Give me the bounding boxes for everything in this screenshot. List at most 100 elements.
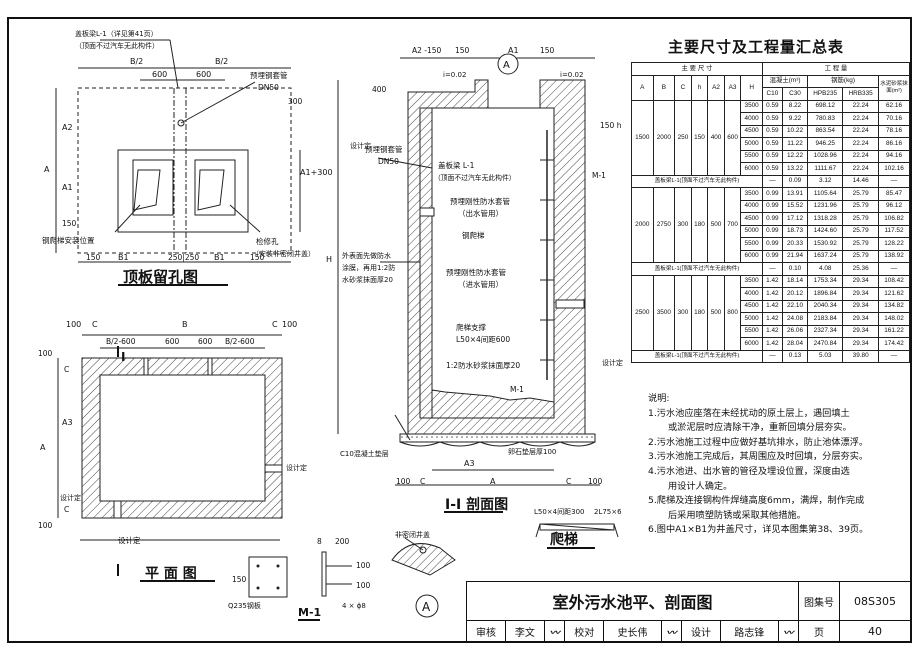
section-outlet-pipe [419, 207, 435, 217]
table-header-dims: 主 要 尺 寸 [631, 62, 763, 76]
table-cell: 85.47 [878, 187, 910, 201]
table-cell-C: 300 [674, 187, 692, 263]
checker-name: 史长伟 [603, 620, 662, 643]
title-block: 室外污水池平、剖面图 图集号 08S305 审核 李文 〰 校对 史长伟 〰 设… [466, 581, 911, 643]
section-waterproof-2: 涂膜，再用1:2防 [342, 263, 395, 272]
table-cell: 1231.96 [807, 199, 844, 213]
plan-design-1: 设计定 [60, 493, 81, 502]
quantity-table: 主 要 尺 寸 工 程 量 A B C h A2 A3 H 混凝土(m³) 钢筋… [631, 62, 911, 363]
table-cell-B: 2000 [652, 99, 676, 176]
table-cell: 6000 [740, 337, 763, 351]
table-cell: 102.16 [878, 162, 910, 176]
m1-drawing: 8 200 100 100 150 Q235钢板 4 × ϕ8 M-1 [228, 537, 371, 621]
table-cell: 128.22 [878, 237, 910, 251]
plan-pipe-right [264, 464, 283, 473]
table-cell: 25.79 [842, 212, 879, 226]
note-line: 1.污水池应座落在未经扰动的原土层上，遇回填土 [648, 407, 850, 419]
col-concrete: 混凝土(m³) [761, 74, 809, 88]
section-cushion [399, 433, 596, 443]
table-cell: 134.82 [878, 299, 910, 313]
section-flex-3: 预埋刚性防水套管 [446, 267, 506, 277]
table-cell: 1.42 [761, 274, 783, 288]
plan-dim-100b: 100 [38, 521, 53, 530]
section-top-150: 150 [455, 46, 470, 55]
drawing-title: 室外污水池平、剖面图 [466, 581, 799, 621]
sleeve-label-1: 预埋钢套管 [250, 70, 288, 80]
col-A3: A3 [723, 74, 742, 101]
detail-a-drawing: A 非密闭井盖 [391, 530, 456, 618]
plan-dim-A3: A3 [62, 418, 73, 427]
table-cell-h: 150 [690, 99, 709, 176]
table-cell: 1637.24 [807, 249, 844, 263]
table-beam-cell: 0.09 [781, 174, 809, 188]
table-header-row-2: A B C h A2 A3 H 混凝土(m³) 钢筋(kg) 水泥砂浆抹面(m²… [631, 74, 910, 101]
table-cell: 3500 [740, 187, 763, 201]
table-cell: 78.16 [878, 124, 910, 138]
table-cell: 0.99 [761, 249, 783, 263]
table-beam-cell: 5.03 [807, 349, 844, 363]
table-cell: 174.42 [878, 337, 910, 351]
dim-A: A [44, 165, 50, 174]
plan-opening-1 [143, 357, 149, 376]
plan-title: 平 面 图 [145, 566, 197, 582]
table-cell: 20.33 [781, 237, 809, 251]
table-cell-h: 180 [690, 187, 709, 263]
table-cell: 117.52 [878, 224, 910, 238]
table-cell: 25.79 [842, 249, 879, 263]
m1-dim-150: 150 [232, 575, 247, 584]
section-left-wall [419, 107, 433, 419]
sleeve-label-2: DN50 [258, 83, 279, 92]
section-waterproof-1: 外表面先做防水 [342, 251, 391, 260]
plan-dim-b2-right: B/2-600 [225, 337, 255, 346]
table-cell: 22.24 [842, 162, 879, 176]
table-cell: 5000 [740, 224, 763, 238]
dim-300: 300 [288, 97, 303, 106]
table-cell: 0.59 [761, 99, 783, 113]
plan-dim-C2: C [272, 320, 278, 329]
top-plan-outline [77, 87, 292, 254]
table-cell: 1318.28 [807, 212, 844, 226]
note-line: 后采用喷塑防锈或采取其他措施。 [668, 509, 806, 521]
table-cell: 4500 [740, 124, 763, 138]
plan-dim-b2-left: B/2-600 [106, 337, 136, 346]
table-cell: 25.79 [842, 187, 879, 201]
beam-note-2: （顶面不过汽车无此构件） [75, 41, 159, 50]
table-cell: 0.59 [761, 124, 783, 138]
col-C10: C10 [761, 87, 783, 101]
col-mortar: 水泥砂浆抹面(m²) [878, 74, 910, 101]
table-cell: 108.42 [878, 274, 910, 288]
table-cell-A2: 500 [707, 187, 725, 263]
table-cell: 0.59 [761, 137, 783, 151]
dim-A2: A2 [62, 123, 73, 132]
detail-a-section [391, 543, 456, 576]
m1-rebar-label: 4 × ϕ8 [342, 602, 366, 610]
section-bottom-slope [431, 389, 555, 419]
col-C30: C30 [781, 87, 809, 101]
table-beam-cell: — [761, 349, 783, 363]
dim-600-right: 600 [196, 70, 211, 79]
section-dim-C2: C [566, 477, 571, 486]
table-cell: 25.79 [842, 224, 879, 238]
ladder-position-label: 钢爬梯安装位置 [42, 235, 95, 245]
table-cell: 70.16 [878, 112, 910, 126]
reviewer-signature: 〰 [543, 620, 566, 643]
note-line: 6.图中A1×B1为井盖尺寸，详见本图集第38、39页。 [648, 524, 869, 536]
plan-dim-100t: 100 [38, 349, 53, 358]
table-cell: 2327.34 [807, 324, 844, 338]
page-label: 页 [798, 620, 840, 643]
review-label: 审核 [466, 620, 506, 643]
table-cell: 22.24 [842, 137, 879, 151]
beam-note-leader [169, 39, 179, 89]
section-gravel-label: 卵石垫层厚100 [508, 447, 556, 456]
table-cell: 8.22 [781, 99, 809, 113]
dim-A1-300: A1+300 [300, 168, 333, 177]
col-B: B [652, 74, 676, 101]
detail-a-circle [415, 594, 439, 618]
detail-a-note: 非密闭井盖 [395, 530, 430, 539]
table-title: 主要尺寸及工程量汇总表 [668, 38, 845, 56]
section-dim-A3-label: A3 [464, 459, 475, 468]
table-cell: 0.99 [761, 212, 783, 226]
